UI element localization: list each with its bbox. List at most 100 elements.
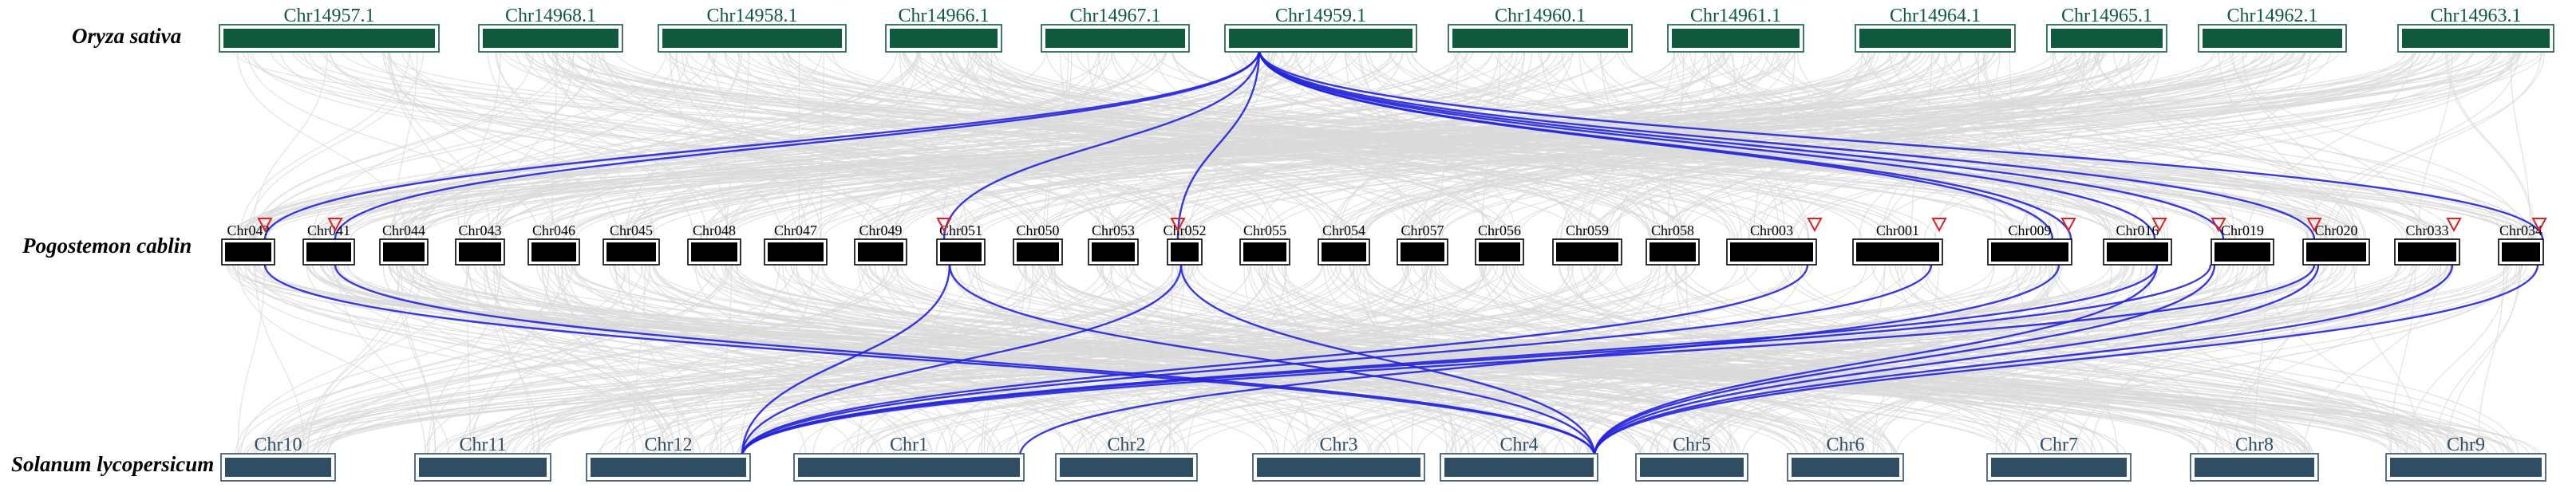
synteny-link-background [465,264,1112,457]
synteny-link-background [1321,49,2321,240]
synteny-link-background [1567,264,1865,457]
gene-marker-icon [327,218,343,233]
synteny-link-background [248,49,1125,240]
synteny-link-background [2229,49,2524,240]
synteny-link-background [1037,49,1941,240]
synteny-link-background [240,264,470,457]
synteny-link-highlight [942,49,1261,240]
synteny-link-background [767,49,1045,240]
synteny-link-background [896,49,1274,240]
bottom-chromosome-label-chr9: Chr9 [2447,435,2485,455]
synteny-link-background [1597,49,2125,240]
synteny-link-background [541,264,666,457]
synteny-link-background [253,49,565,240]
top-chromosome-label-chr14965-1: Chr14965.1 [2061,6,2152,26]
gene-marker-icon [2211,218,2226,233]
synteny-link-background [405,49,955,240]
middle-chromosome-label-chr047: Chr047 [774,222,817,238]
top-chromosome-label-chr14958-1: Chr14958.1 [707,6,798,26]
synteny-link-background [1060,49,1104,240]
synteny-link-background [306,264,675,457]
synteny-link-background [547,49,1582,240]
synteny-link-background [496,49,694,240]
synteny-link-background [238,49,1726,240]
synteny-link-background [1267,49,2259,240]
top-chromosome-bar [2402,29,2550,48]
gene-marker-icon [1931,218,1947,233]
synteny-link-background [2092,49,2503,240]
middle-chromosome-bar [459,242,501,262]
synteny-link-background [274,264,891,457]
synteny-link-background [2052,49,2168,240]
top-chromosome-bar [2051,29,2163,48]
synteny-link-background [285,264,895,457]
middle-chromosome-bar [858,242,903,262]
middle-chromosome-label-chr044: Chr044 [382,222,425,238]
synteny-link-background [231,49,2159,240]
bottom-chromosome-label-chr12: Chr12 [645,435,693,455]
synteny-link-background [598,49,954,240]
synteny-link-background [951,49,2295,240]
synteny-link-background [1333,49,1533,240]
gene-marker-icon [257,218,273,233]
synteny-link-background [1481,264,1697,457]
top-chromosome-bar [1452,29,1628,48]
bottom-chromosome-bar [1257,458,1420,477]
synteny-link-background [1187,264,1287,457]
synteny-link-background [2231,49,2421,240]
top-chromosome-label-chr14963-1: Chr14963.1 [2431,6,2522,26]
synteny-link-highlight [741,264,1183,457]
synteny-link-background [1685,264,1705,457]
synteny-link-highlight [334,49,1261,240]
synteny-link-background [250,264,1814,457]
synteny-link-background [706,49,2220,240]
bottom-chromosome-bar [591,458,746,477]
synteny-link-highlight [1258,49,2544,240]
synteny-link-background [1096,264,2201,457]
synteny-link-background [965,264,2490,457]
synteny-link-background [1056,49,1891,240]
synteny-link-background [248,264,1075,457]
synteny-link-background [654,264,1520,457]
synteny-link-background [381,49,619,240]
synteny-link-background [1172,49,1584,240]
top-chromosome-label-chr14960-1: Chr14960.1 [1495,6,1586,26]
synteny-link-background [1516,264,2464,457]
synteny-link-background [244,264,883,457]
synteny-link-background [1578,49,1675,240]
middle-chromosome-label-chr033: Chr033 [2406,222,2449,238]
synteny-link-background [1680,49,2322,240]
synteny-link-background [1682,264,2399,457]
synteny-link-background [327,264,795,457]
synteny-link-background [319,49,2150,240]
synteny-link-background [1684,264,2510,457]
synteny-link-background [1982,49,2052,240]
synteny-link-background [313,49,1514,240]
synteny-link-highlight [741,264,2212,457]
bottom-chromosome-bar [1640,458,1744,477]
synteny-link-highlight [1593,264,2216,457]
bottom-chromosome-bar [1991,458,2127,477]
synteny-link-background [1660,49,2332,240]
bottom-chromosome-bar [419,458,547,477]
synteny-link-highlight [1258,49,2156,240]
synteny-link-background [1812,264,2452,457]
synteny-link-background [1050,264,2085,457]
synteny-link-background [553,264,903,457]
middle-chromosome-label-chr049: Chr049 [859,222,903,238]
synteny-link-background [1798,264,2436,457]
top-chromosome-label-chr14964-1: Chr14964.1 [1890,6,1981,26]
synteny-link-background [486,49,919,240]
middle-chromosome-bar [940,242,982,262]
synteny-link-highlight [741,264,2316,457]
synteny-link-background [1873,264,2126,457]
synteny-link-background [1838,264,2333,457]
synteny-link-background [1741,264,2325,457]
middle-chromosome-bar [1243,242,1286,262]
synteny-link-background [1353,264,1475,457]
synteny-link-background [866,264,1994,457]
middle-chromosome-bar [1171,242,1199,262]
synteny-link-background [986,49,1177,240]
synteny-link-background [1344,49,1661,240]
synteny-link-background [1298,264,2434,457]
